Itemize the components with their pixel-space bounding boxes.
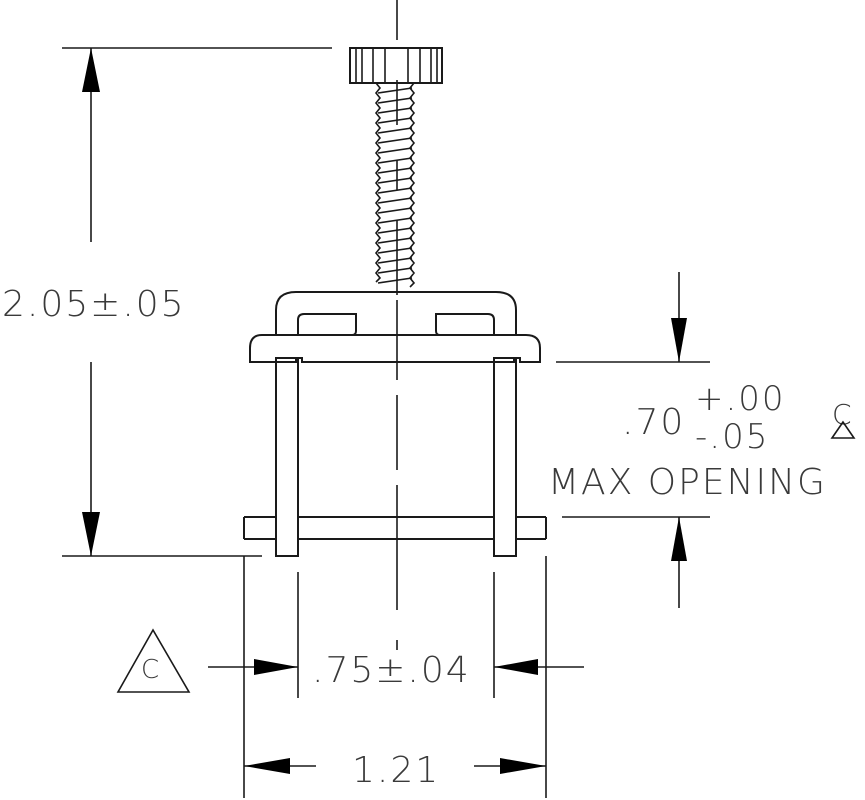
- dimension-overall-height: 2.05±.05: [2, 47, 332, 557]
- outer-width-label: 1.21: [352, 750, 440, 791]
- lower-bar: [243, 516, 547, 540]
- max-opening-tol-plus: +.00: [695, 379, 786, 419]
- max-opening-tol-minus: -.05: [695, 417, 769, 457]
- flag-note-c-icon: C: [116, 628, 191, 693]
- max-opening-nominal: .70: [622, 402, 685, 443]
- max-opening-note: MAX OPENING: [548, 462, 827, 503]
- dimension-outer-width: 1.21: [243, 556, 547, 798]
- overall-height-label: 2.05±.05: [2, 284, 186, 325]
- knurled-knob: [349, 47, 443, 84]
- threaded-screw: [374, 82, 416, 288]
- dimension-max-opening: .70 +.00 -.05 C MAX OPENING: [548, 272, 856, 608]
- flag-c-small-icon: C: [830, 398, 856, 439]
- clamp-legs: [275, 357, 517, 557]
- svg-text:C: C: [832, 398, 854, 431]
- dimension-inner-width: .75±.04: [208, 572, 584, 698]
- inner-width-label: .75±.04: [312, 650, 471, 691]
- svg-text:C: C: [141, 655, 161, 685]
- clamp-bridge: [249, 291, 541, 363]
